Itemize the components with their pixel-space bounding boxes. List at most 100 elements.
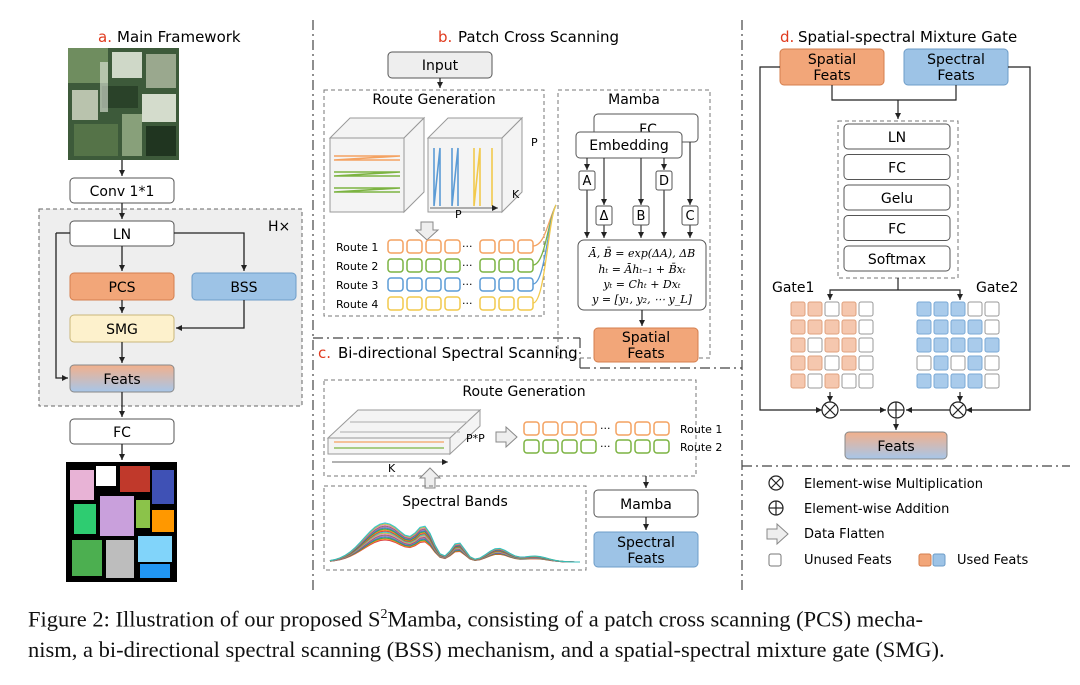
gate-layer-label: FC <box>888 161 906 177</box>
gate-layer-label: Softmax <box>868 252 926 268</box>
equation-state: hₜ = Āhₜ₋₁ + B̄xₜ <box>598 263 685 276</box>
gate-cell <box>967 337 983 353</box>
pcs-route-cell <box>444 239 461 254</box>
gate-cell <box>984 373 1000 389</box>
panel-b-letter: b. <box>438 28 452 46</box>
pcs-route-label: Route 2 <box>336 260 378 273</box>
pcs-route-cell <box>498 277 515 292</box>
gate-layer-label: LN <box>888 130 906 146</box>
panel-a-letter: a. <box>98 28 112 46</box>
mamba-block: Mamba FC Embedding A Δ B D C Ā, B̄ = ex <box>557 89 711 363</box>
bss-route-generation-title: Route Generation <box>462 384 585 400</box>
bss-route-label: Route 2 <box>680 441 722 454</box>
pcs-route-rows: Route 1···Route 2···Route 3···Route 4··· <box>336 204 557 311</box>
spatial-feats-output <box>593 327 699 363</box>
panel-d-spatial-spectral-mixture-gate: d. Spatial-spectral Mixture Gate Spatial… <box>759 28 1031 460</box>
gate-cell <box>858 337 874 353</box>
add-op <box>887 401 905 419</box>
panel-b-title: Patch Cross Scanning <box>458 28 619 46</box>
patch-cubes <box>328 116 524 214</box>
spectral-curve <box>329 522 580 563</box>
legend-add-icon <box>768 500 784 516</box>
legend-add: Element-wise Addition <box>804 502 949 517</box>
bss-route-cell <box>580 421 597 436</box>
pcs-route-cell <box>406 239 423 254</box>
gate-cell <box>916 337 932 353</box>
gate1-matrix <box>790 301 874 389</box>
bss-route-ellipsis: ··· <box>600 422 611 435</box>
gate-cell <box>950 337 966 353</box>
pcs-route-label: Route 4 <box>336 298 378 311</box>
caption-text-part1: Illustration of our proposed S <box>115 606 381 632</box>
gate-cell <box>916 319 932 335</box>
spectral-feats-output <box>593 531 699 568</box>
panel-b-patch-cross-scanning: b. Patch Cross Scanning Input Route Gene… <box>323 28 619 317</box>
bss-route-cell <box>542 439 559 454</box>
equation-discretize: Ā, B̄ = exp(ΔA), ΔB <box>588 247 695 260</box>
panel-c-title: Bi-directional Spectral Scanning <box>338 344 578 362</box>
gate-layer-box <box>843 245 951 272</box>
param-d: D <box>659 174 669 189</box>
dim-k-spectral: K <box>388 462 396 475</box>
gate-cell <box>824 319 840 335</box>
pcs-route-cell <box>517 277 534 292</box>
spectral-bands-label: Spectral Bands <box>402 494 508 510</box>
caption-text-part3: nism, a bi-directional spectral scanning… <box>28 636 945 662</box>
flatten-arrow-up <box>418 467 442 489</box>
pcs-route-cell <box>444 277 461 292</box>
bss-route-cell <box>634 421 651 436</box>
gate-cell <box>824 355 840 371</box>
pcs-route-cell <box>387 239 404 254</box>
equation-sequence: y = [y₁, y₂, ⋯ y_L] <box>591 293 692 306</box>
caption-text-part2: Mamba, consisting of a patch cross scann… <box>387 606 923 632</box>
panel-d-title: Spatial-spectral Mixture Gate <box>798 28 1017 46</box>
param-delta: Δ <box>600 209 609 224</box>
equation-output: yₜ = Chₜ + Dxₜ <box>602 278 681 291</box>
hyperspectral-input-image <box>68 48 179 160</box>
gate-cell <box>933 355 949 371</box>
gate-layer-label: FC <box>888 222 906 238</box>
legend-used: Used Feats <box>957 553 1028 568</box>
bss-route-cell <box>615 421 632 436</box>
gate-cell <box>824 301 840 317</box>
gate-cell <box>933 301 949 317</box>
gate-cell <box>841 373 857 389</box>
pcs-route-label: Route 1 <box>336 241 378 254</box>
cube-scan-lines <box>333 147 493 207</box>
flatten-arrow-spectral <box>495 425 518 449</box>
gate-cell <box>933 337 949 353</box>
gate-cell <box>807 373 823 389</box>
pcs-route-cell <box>406 277 423 292</box>
gate-cell <box>984 319 1000 335</box>
bss-route-cell <box>634 439 651 454</box>
panel-c-letter: c. <box>318 344 331 362</box>
pcs-route-cell <box>517 296 534 311</box>
gate-layer-box <box>843 184 951 211</box>
spectral-curves <box>329 522 580 563</box>
pcs-route-cell <box>517 258 534 273</box>
legend-used-blue <box>932 553 946 567</box>
gate-cell <box>841 337 857 353</box>
panel-separators <box>312 20 1070 590</box>
pcs-route-cell <box>444 296 461 311</box>
pcs-route-ellipsis: ··· <box>462 259 473 272</box>
bss-route-cell <box>542 421 559 436</box>
gate-layer-box <box>843 215 951 241</box>
fc-label: FC <box>113 425 131 441</box>
gate-cell <box>933 373 949 389</box>
gate-cell <box>967 301 983 317</box>
gate-cell <box>984 355 1000 371</box>
param-b: B <box>637 209 646 224</box>
gate-cell <box>824 373 840 389</box>
gate-cell <box>790 319 806 335</box>
pcs-route-cell <box>425 277 442 292</box>
panel-c-bi-directional-spectral-scanning: c. Bi-directional Spectral Scanning Rout… <box>318 344 722 571</box>
caption-figure-label: Figure 2: <box>28 606 110 632</box>
gate-cell <box>790 373 806 389</box>
gate-cell <box>790 301 806 317</box>
bss-route-cell <box>653 421 670 436</box>
gate-cell <box>916 373 932 389</box>
pcs-route-link <box>532 204 557 304</box>
dim-k: K <box>512 188 520 201</box>
gate-cell <box>807 319 823 335</box>
